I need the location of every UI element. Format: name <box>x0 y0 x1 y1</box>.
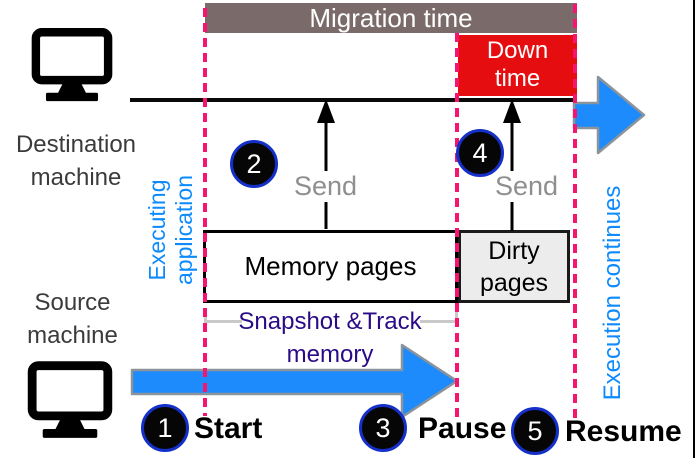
down-time-box: Down time <box>458 35 577 96</box>
source-machine-label: Source machine <box>27 289 118 349</box>
migration-time-label: Migration time <box>309 3 473 33</box>
figure-right-border <box>693 0 695 458</box>
send-arrow-2 <box>503 99 521 231</box>
step-circle-2: 2 <box>230 140 278 188</box>
step-circle-1: 1 <box>141 404 189 452</box>
send-arrow-1 <box>317 99 335 229</box>
phase-line-resume <box>573 4 577 418</box>
phase-line-start <box>203 8 207 416</box>
snapshot-bracket-right <box>420 320 458 323</box>
step-circle-4: 4 <box>456 129 504 177</box>
dirty-pages-box: Dirty pages <box>458 230 570 303</box>
memory-pages-box: Memory pages <box>203 230 458 303</box>
send-label-2: Send <box>493 171 561 202</box>
execution-continues-label: Execution continues <box>599 185 626 401</box>
phase-line-pause <box>455 33 459 423</box>
destination-machine-label: Destination machine <box>15 131 137 191</box>
destination-monitor-icon <box>31 28 113 102</box>
down-time-label-line1: Down <box>486 37 549 64</box>
step-label-pause: Pause <box>418 412 507 445</box>
source-monitor-icon <box>27 361 113 438</box>
timeline-line <box>130 98 577 102</box>
executing-application-label: Executing application <box>144 175 197 285</box>
snapshot-track-memory-label: Snapshot &Track memory <box>238 308 422 368</box>
snapshot-bracket-left <box>204 320 242 323</box>
step-label-start: Start <box>194 412 263 445</box>
source-execution-arrow <box>130 343 459 419</box>
execution-continues-arrow <box>572 75 646 155</box>
down-time-label-line2: time <box>494 65 541 92</box>
step-label-resume: Resume <box>565 415 682 448</box>
step-circle-5: 5 <box>511 407 559 455</box>
send-label-1: Send <box>292 171 360 202</box>
migration-time-bar: Migration time <box>205 3 577 33</box>
step-circle-3: 3 <box>359 404 407 452</box>
